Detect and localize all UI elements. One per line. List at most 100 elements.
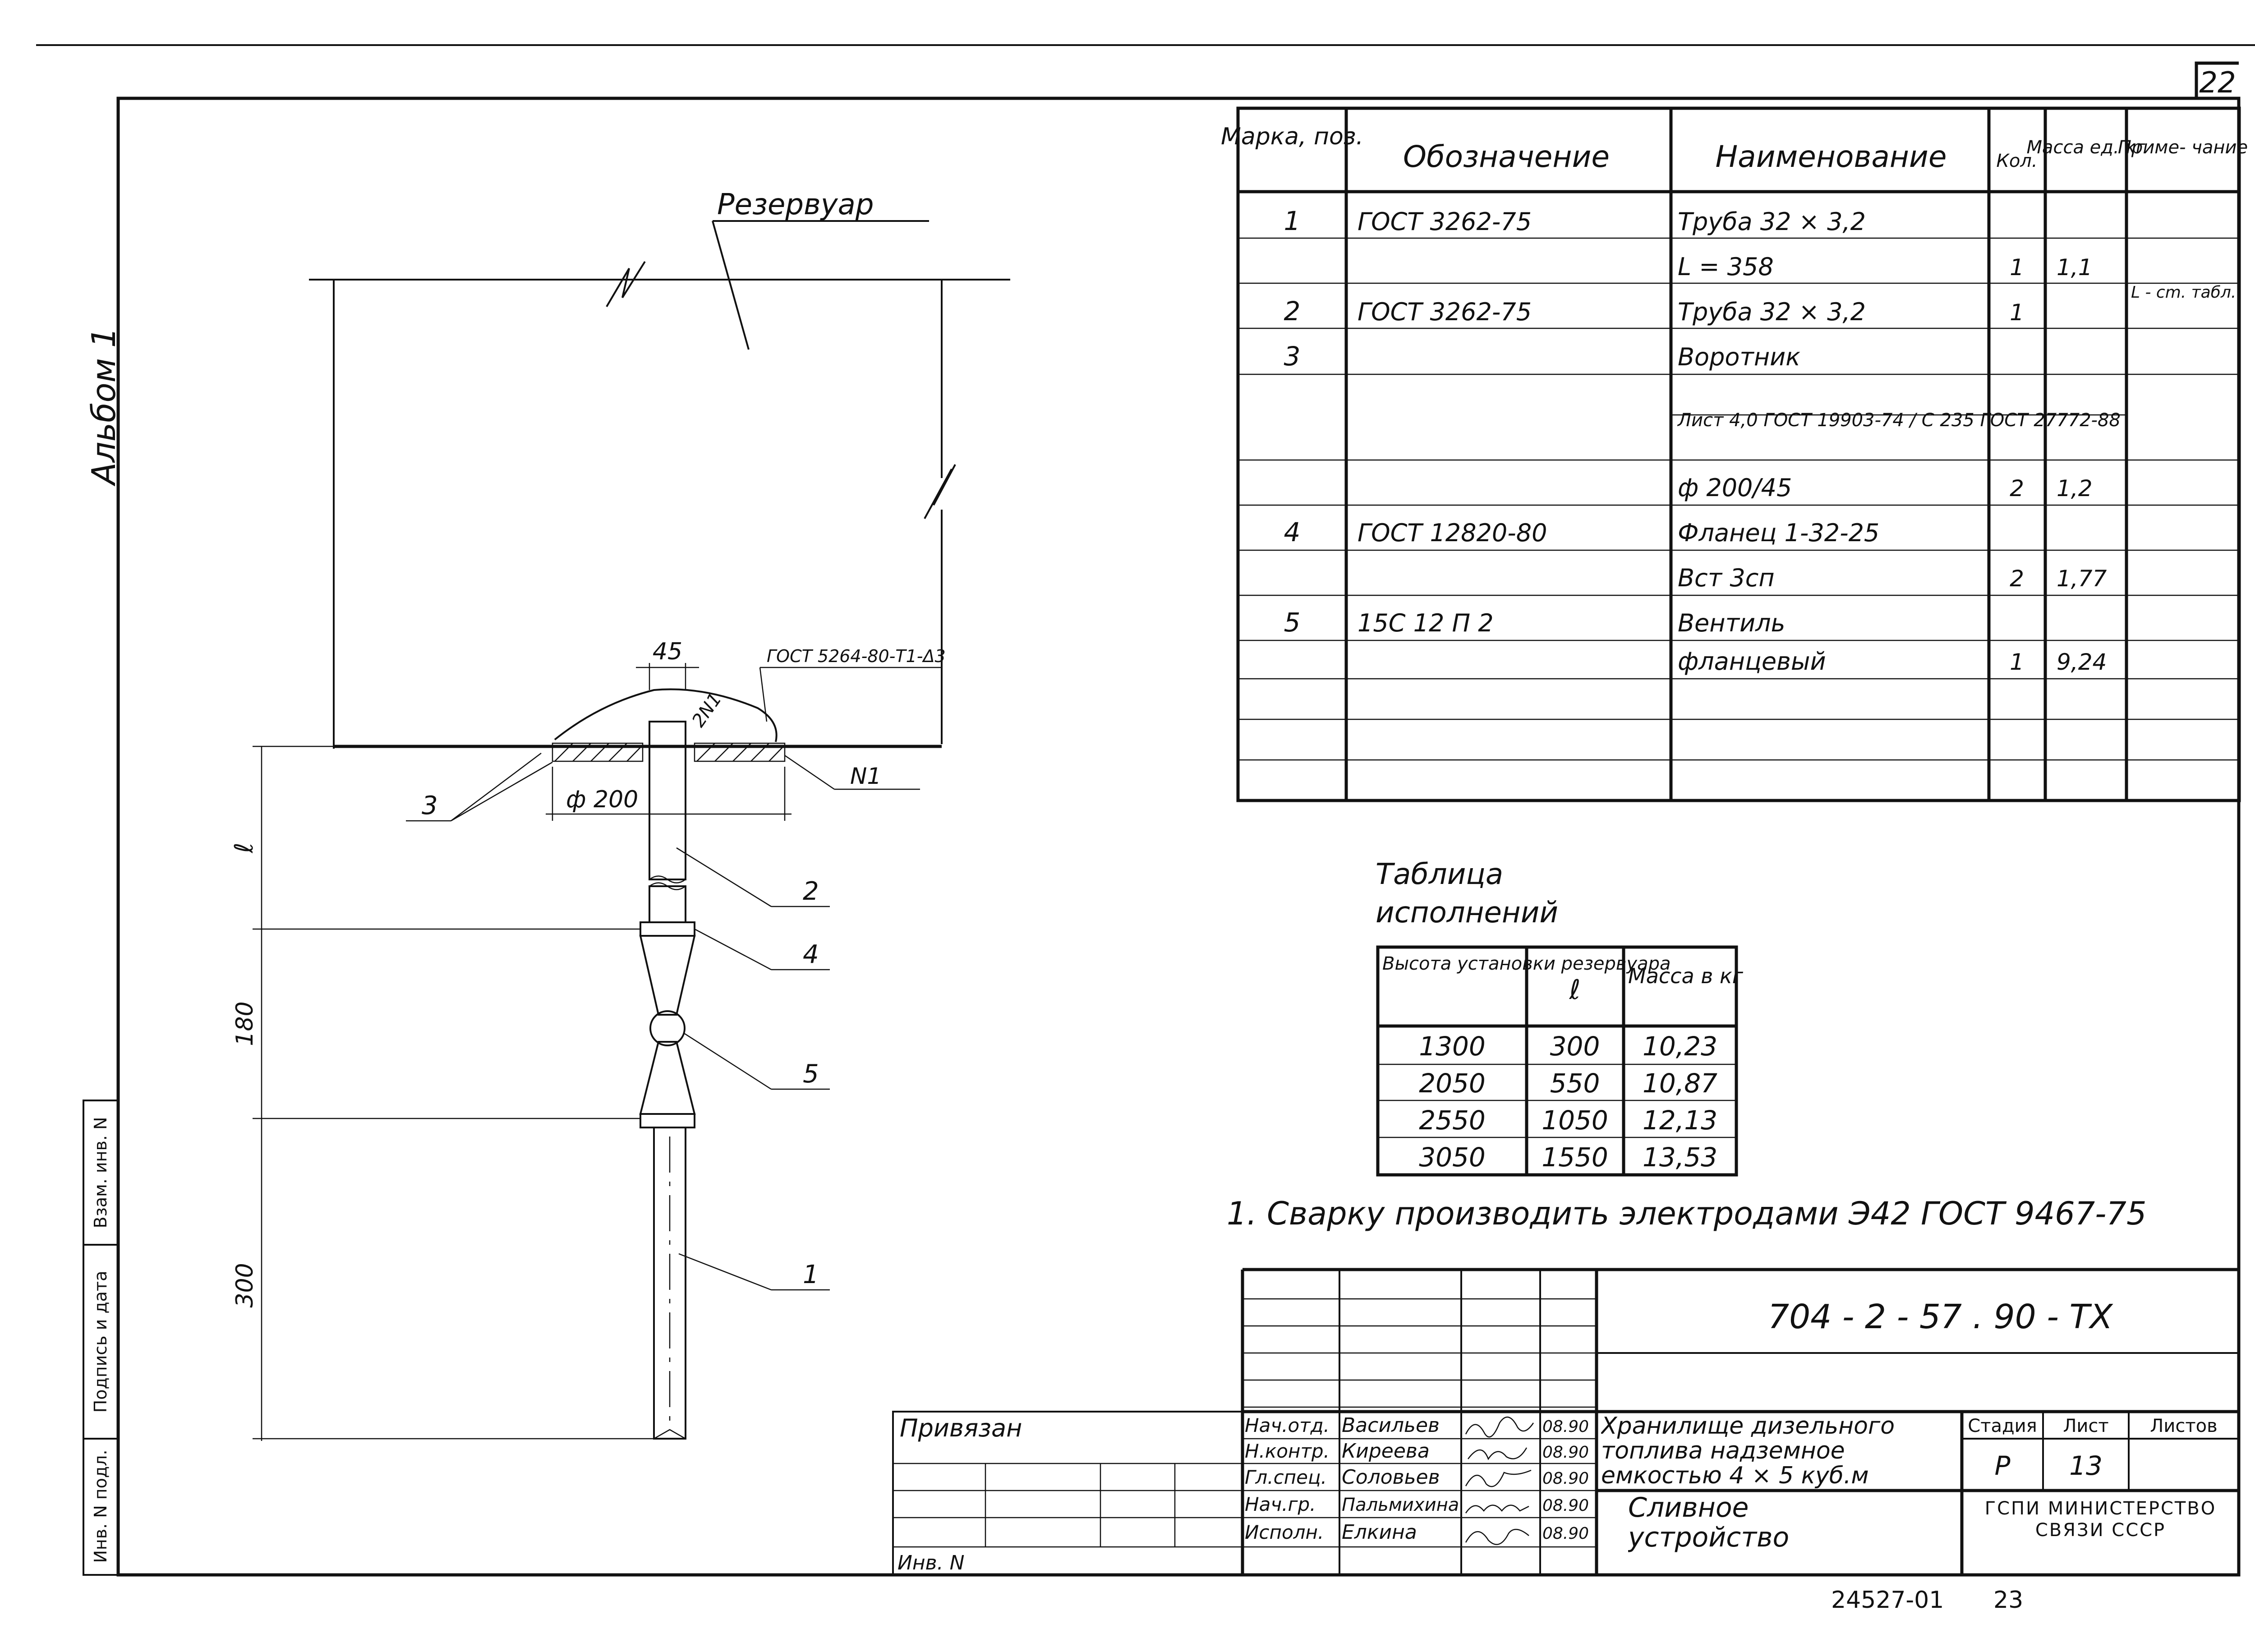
pos-label-4: 4 <box>803 940 819 969</box>
spec-cell: 1,77 <box>2057 566 2107 592</box>
signer-role: Нач.отд. <box>1245 1414 1330 1436</box>
spec-cell: 1 <box>2010 649 2024 675</box>
variants-title-line1: Таблица <box>1376 858 1503 891</box>
variants-cell: 13,53 <box>1643 1142 1717 1173</box>
signer-date: 08.90 <box>1542 1417 1589 1436</box>
signer-role: Исполн. <box>1245 1521 1324 1543</box>
sheet-value: 13 <box>2069 1450 2103 1481</box>
spec-cell: Труба 32 × 3,2 <box>1678 298 1866 326</box>
spec-cell: Лист 4,0 ГОСТ 19903-74 / С 235 ГОСТ 2777… <box>1677 410 2121 431</box>
collar-right <box>694 742 786 762</box>
valve-lower-cone <box>639 1041 696 1115</box>
stamp-signature-date: Подпись и дата <box>91 1271 110 1413</box>
variants-cell: 2550 <box>1419 1105 1486 1136</box>
spec-header-mass: Масса ед. кг <box>2026 137 2145 158</box>
variants-cell: 300 <box>1550 1031 1600 1062</box>
spec-cell: 1,1 <box>2057 254 2093 281</box>
reservoir-label: Резервуар <box>717 188 874 221</box>
valve-handwheel <box>649 1010 686 1046</box>
valve-upper-cone <box>639 935 696 1016</box>
variants-header-mass: Масса в кг <box>1628 964 1744 988</box>
spec-cell: L - cm. табл. <box>2131 283 2236 302</box>
welding-note: 1. Сварку производить электродами Э42 ГО… <box>1227 1195 2147 1232</box>
title-block: 704 - 2 - 57 . 90 - ТХ Привязан Инв. N Н… <box>892 1268 2239 1576</box>
spec-cell: ф 200/45 <box>1678 474 1792 502</box>
variants-cell: 1550 <box>1542 1142 1608 1173</box>
spec-cell: 2 <box>1284 296 1301 327</box>
footer-code: 24527-01 <box>1831 1587 1944 1614</box>
privyazan-block: Привязан Инв. N <box>892 1411 1243 1576</box>
signer-name: Пальмихина <box>1342 1495 1459 1515</box>
dim-phi-200: ф 200 <box>566 786 638 813</box>
signer-name: Киреева <box>1342 1440 1430 1463</box>
spec-cell: 3 <box>1284 341 1301 372</box>
spec-cell: 4 <box>1284 517 1301 548</box>
spec-cell: ГОСТ 3262-75 <box>1358 207 1532 236</box>
inv-n-label: Инв. N <box>897 1551 965 1574</box>
variants-cell: 550 <box>1550 1068 1600 1099</box>
spec-cell: 2 <box>2010 475 2024 502</box>
pos-label-2: 2 <box>803 877 819 906</box>
left-stamp: Инв. N подл. Подпись и дата Взам. инв. N <box>83 1100 119 1576</box>
variants-table: Таблица исполнений Высота установки резе… <box>1376 858 1744 1177</box>
break-mark-side <box>924 464 956 519</box>
sheet-name: Сливное устройство <box>1628 1493 1790 1553</box>
spec-header-note: Приме- чание <box>2118 137 2248 158</box>
album-label: Альбом 1 <box>85 327 123 486</box>
variants-cell: 12,13 <box>1643 1105 1717 1136</box>
weld-bead <box>554 688 778 742</box>
spec-cell: 1 <box>1284 206 1301 236</box>
spec-cell: Труба 32 × 3,2 <box>1678 207 1866 236</box>
spec-cell: 5 <box>1284 607 1301 638</box>
signer-role: Гл.спец. <box>1245 1466 1327 1488</box>
signer-date: 08.90 <box>1542 1469 1589 1488</box>
signatures <box>1465 1416 1534 1545</box>
variants-cell: 2050 <box>1419 1068 1486 1099</box>
spec-cell: ГОСТ 12820-80 <box>1358 519 1547 547</box>
variants-cell: 1300 <box>1419 1031 1486 1062</box>
signer-role: Н.контр. <box>1245 1440 1330 1462</box>
footer-page: 23 <box>1993 1587 2023 1614</box>
spec-cell: Вст 3сп <box>1678 564 1775 592</box>
pipe-pos-1 <box>653 1127 686 1440</box>
flange-upper <box>640 921 695 937</box>
spec-header-name: Наименование <box>1716 139 1947 174</box>
assembly-drawing: Резервуар <box>230 188 1010 1441</box>
variants-cell: 10,87 <box>1643 1068 1717 1099</box>
page-number: 22 <box>2199 66 2236 100</box>
spec-cell: Воротник <box>1678 343 1800 371</box>
variants-header-l: ℓ <box>1569 974 1581 1006</box>
variants-cell: 3050 <box>1419 1142 1486 1173</box>
dim-300: 300 <box>231 1263 258 1307</box>
spec-header-qty: Кол. <box>1996 151 2037 171</box>
spec-cell: 2 <box>2010 566 2024 592</box>
stamp-inv-podl: Инв. N подл. <box>91 1450 110 1563</box>
variants-cell: 1050 <box>1542 1105 1608 1136</box>
spec-header-mark: Марка, поз. <box>1221 123 1363 150</box>
object-name: Хранилище дизельного топлива надземное е… <box>1601 1414 1895 1489</box>
stamp-vzam-inv: Взам. инв. N <box>91 1117 110 1229</box>
spec-cell: Фланец 1-32-25 <box>1678 519 1879 547</box>
signer-date: 08.90 <box>1542 1443 1589 1462</box>
spec-cell: 1,2 <box>2057 475 2093 502</box>
spec-table: Марка, поз. Обозначение Наименование Кол… <box>1221 106 2248 802</box>
stage-header: Стадия <box>1968 1416 2037 1436</box>
signer-date: 08.90 <box>1542 1496 1589 1515</box>
spec-cell: 9,24 <box>2057 649 2107 675</box>
dim-45: 45 <box>653 638 682 665</box>
weld-symbol: ГОСТ 5264-80-Т1-Δ3 <box>767 646 946 666</box>
sheets-header: Листов <box>2150 1416 2217 1436</box>
break-mark-top <box>606 261 646 308</box>
sheet-header: Лист <box>2063 1416 2108 1436</box>
page-number-box <box>2195 61 2239 98</box>
signer-role: Нач.гр. <box>1245 1493 1316 1515</box>
dim-l: ℓ <box>230 842 259 853</box>
organization: ГСПИ МИНИСТЕРСТВО СВЯЗИ СССР <box>1984 1498 2217 1541</box>
doc-code: 704 - 2 - 57 . 90 - ТХ <box>1768 1298 2114 1336</box>
signer-name: Елкина <box>1342 1521 1417 1544</box>
spec-cell: 15С 12 П 2 <box>1358 609 1494 637</box>
stage-value: Р <box>1995 1450 2011 1481</box>
variants-cell: 10,23 <box>1643 1031 1717 1062</box>
flange-lower <box>640 1113 695 1128</box>
